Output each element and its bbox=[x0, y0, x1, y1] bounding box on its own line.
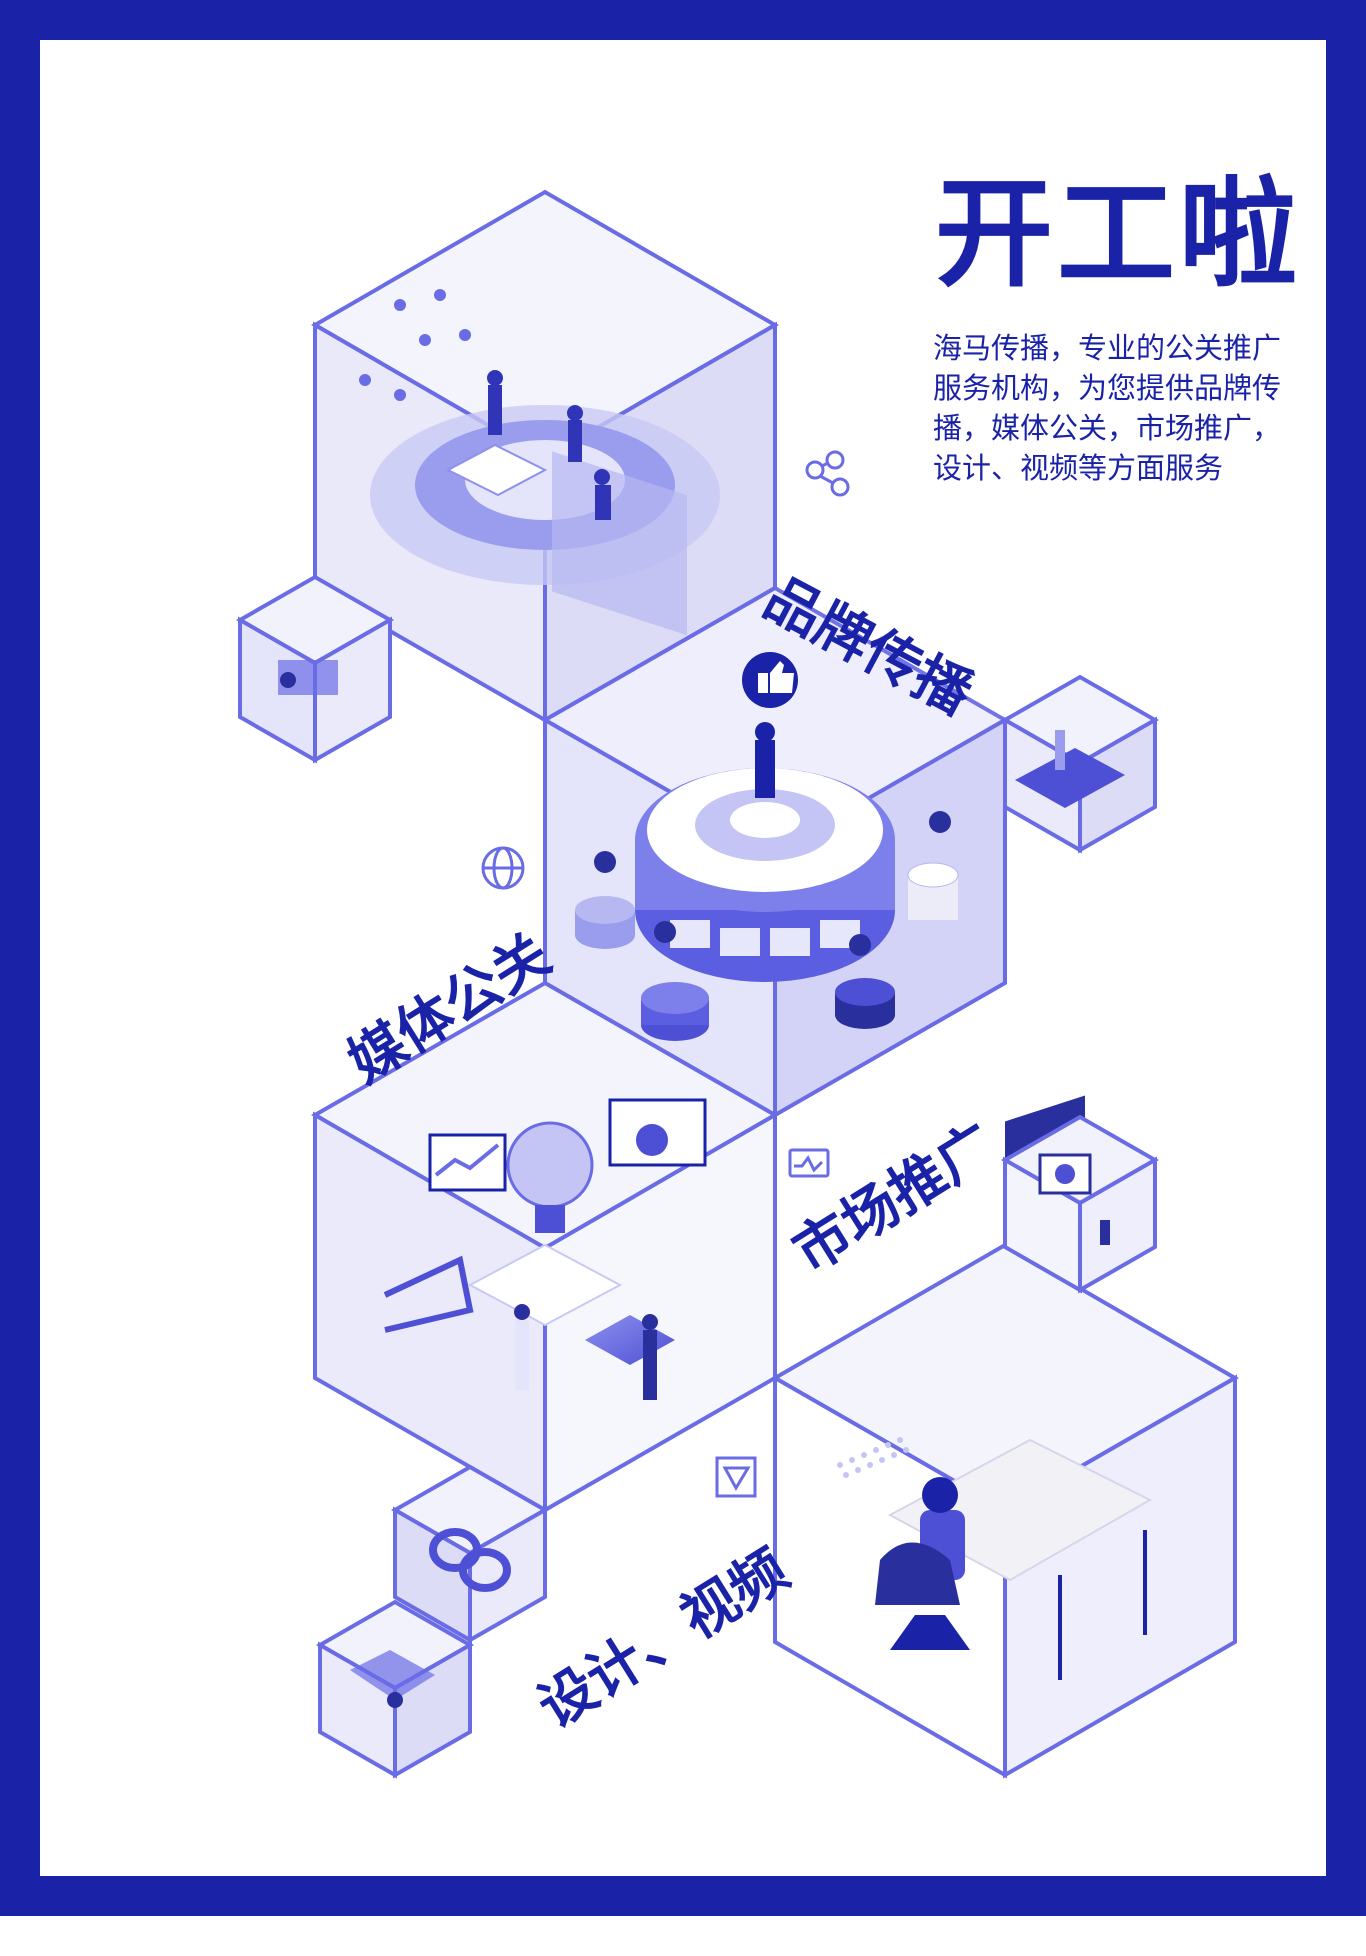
cube-brand-stage bbox=[540, 585, 1010, 1119]
poster-description: 海马传播，专业的公关推广 服务机构，为您提供品牌传 播，媒体公关，市场推广， 设… bbox=[933, 328, 1328, 488]
cube-market-idea bbox=[310, 980, 780, 1514]
small-cube-target bbox=[315, 1599, 475, 1779]
thumbs-up-icon bbox=[742, 652, 798, 708]
description-line: 服务机构，为您提供品牌传 bbox=[933, 371, 1282, 405]
vector-pen-icon bbox=[715, 1456, 757, 1498]
description-line: 设计、视频等方面服务 bbox=[933, 451, 1224, 485]
small-cube-laptop bbox=[1000, 1114, 1160, 1294]
isometric-illustration bbox=[235, 189, 1240, 1779]
small-cube-tablet bbox=[1000, 674, 1160, 854]
monitor-chart-icon bbox=[788, 1148, 830, 1178]
description-line: 播，媒体公关，市场推广， bbox=[933, 411, 1282, 445]
small-cube-flowchart bbox=[235, 574, 395, 764]
small-cube-link bbox=[390, 1464, 550, 1644]
poster-frame: 开工啦 海马传播，专业的公关推广 服务机构，为您提供品牌传 播，媒体公关，市场推… bbox=[0, 0, 1366, 1916]
cube-designer-desk bbox=[770, 1095, 1240, 1779]
description-line: 海马传播，专业的公关推广 bbox=[933, 331, 1282, 365]
cube-meeting-room bbox=[311, 189, 779, 724]
globe-icon bbox=[481, 846, 525, 890]
network-icon bbox=[805, 450, 850, 497]
poster-title: 开工啦 bbox=[935, 165, 1302, 303]
